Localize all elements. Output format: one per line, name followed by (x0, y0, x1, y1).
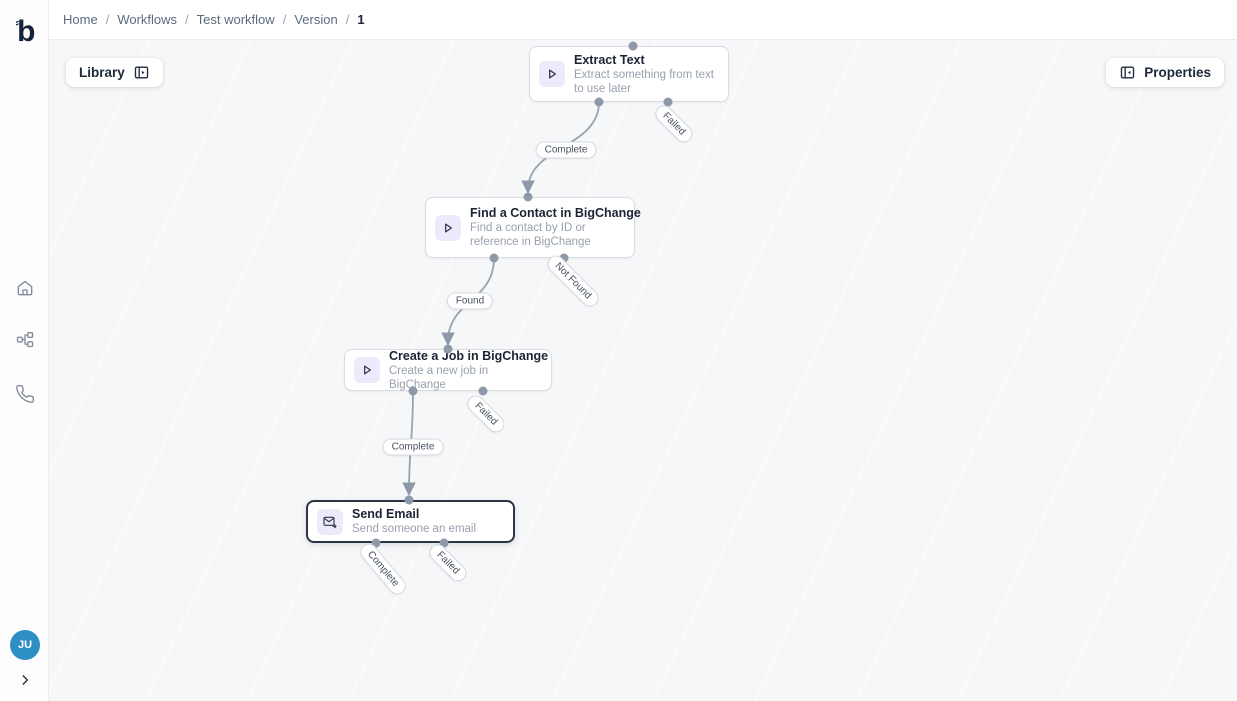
nav-workflows-icon[interactable] (0, 322, 49, 358)
workflow-canvas[interactable]: Library Properties (49, 40, 1237, 701)
logo-accent: ⸗ (15, 17, 20, 29)
node-title: Extract Text (574, 52, 645, 67)
node-description: Extract something from text to use later (574, 68, 714, 95)
node-handles (371, 41, 673, 548)
node-description: Create a new job in BigChange (389, 364, 489, 391)
breadcrumb-separator: / (282, 12, 287, 27)
rail-expand-chevron[interactable] (0, 666, 49, 694)
edge-label-complete[interactable]: Complete (382, 438, 444, 456)
breadcrumb-separator: / (185, 12, 189, 27)
breadcrumb: Home / Workflows / Test workflow / Versi… (63, 12, 365, 27)
node-description: Send someone an email (352, 523, 477, 535)
edges-layer (371, 41, 673, 548)
edge-label-found[interactable]: Found (446, 292, 494, 310)
properties-panel-button[interactable]: Properties (1106, 58, 1224, 87)
node-send-email[interactable]: Send Email Send someone an email (306, 500, 515, 543)
breadcrumb-workflow-name[interactable]: Test workflow (196, 12, 275, 27)
nav-home-icon[interactable] (0, 270, 49, 306)
panel-open-right-icon (134, 66, 148, 79)
play-icon (539, 61, 565, 87)
branch-label-failed[interactable]: Failed (651, 101, 697, 147)
branch-label-not-found[interactable]: Not Found (544, 252, 602, 310)
chevron-right-icon (22, 675, 28, 685)
logo-letter: b (17, 15, 35, 48)
breadcrumb-home[interactable]: Home (63, 12, 98, 27)
branch-label-failed[interactable]: Failed (463, 391, 509, 437)
breadcrumb-separator: / (345, 12, 350, 27)
properties-button-label: Properties (1144, 65, 1211, 80)
branch-label-failed[interactable]: Failed (425, 540, 471, 586)
breadcrumb-separator: / (105, 12, 110, 27)
branch-label-complete[interactable]: Complete (356, 540, 410, 598)
node-title: Create a Job in BigChange (389, 348, 549, 363)
breadcrumb-workflows[interactable]: Workflows (117, 12, 178, 27)
library-panel-button[interactable]: Library (66, 58, 163, 87)
workflow-icon (16, 332, 33, 348)
play-icon (354, 357, 380, 383)
library-button-label: Library (79, 65, 125, 80)
node-extract-text[interactable]: Extract Text Extract something from text… (529, 46, 729, 102)
edge-label-complete[interactable]: Complete (535, 141, 597, 159)
node-title: Find a Contact in BigChange (470, 206, 641, 220)
phone-icon (15, 385, 34, 403)
nav-calls-icon[interactable] (0, 376, 49, 412)
play-icon (435, 214, 461, 241)
brand-logo[interactable]: ⸗b (0, 10, 49, 54)
topbar: Home / Workflows / Test workflow / Versi… (49, 0, 1237, 40)
home-icon (17, 280, 32, 296)
node-description: Find a contact by ID or reference in Big… (470, 222, 591, 248)
node-create-job[interactable]: Create a Job in BigChange Create a new j… (344, 349, 552, 391)
left-rail: ⸗b JU (0, 0, 49, 701)
node-find-contact[interactable]: Find a Contact in BigChange Find a conta… (425, 197, 641, 258)
user-avatar[interactable]: JU (10, 630, 40, 660)
breadcrumb-current-version: 1 (357, 12, 365, 27)
mail-send-icon (317, 508, 343, 535)
breadcrumb-version[interactable]: Version (294, 12, 338, 27)
node-title: Send Email (352, 507, 420, 521)
panel-open-left-icon (1121, 66, 1135, 79)
